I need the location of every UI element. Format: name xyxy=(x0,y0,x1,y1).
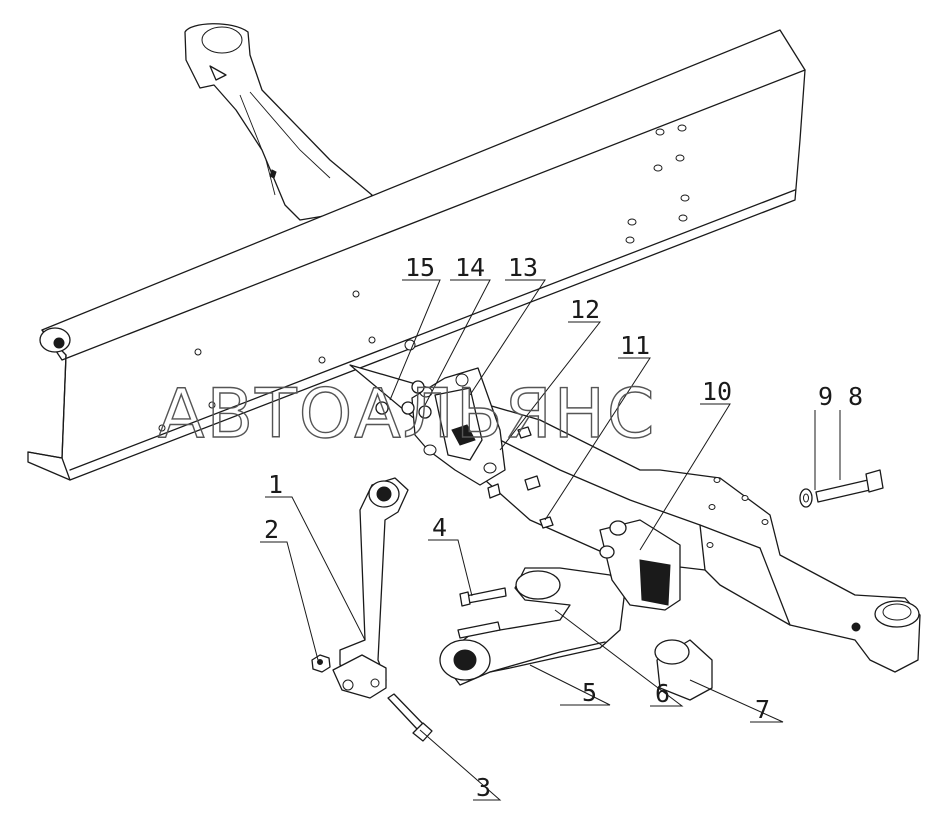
callout-9: 9 xyxy=(818,382,833,411)
callout-3: 3 xyxy=(476,773,491,802)
callout-4: 4 xyxy=(432,513,447,542)
part-10-bracket-block xyxy=(599,519,681,611)
part-9-washer xyxy=(799,488,813,508)
callout-2: 2 xyxy=(264,515,279,544)
upper-bracket-arm xyxy=(184,23,373,221)
nuts-15 xyxy=(375,380,432,419)
cross-member-holes xyxy=(706,477,769,548)
leader-lines xyxy=(260,279,841,801)
part-5-6-lever-arm xyxy=(439,567,626,686)
part-2-nut xyxy=(311,654,331,673)
part-1-link-rod xyxy=(332,477,409,699)
callout-12: 12 xyxy=(570,295,600,324)
part-7-bushing xyxy=(654,639,713,701)
callout-15: 15 xyxy=(405,253,435,282)
bolts-12 xyxy=(487,426,554,529)
callout-1: 1 xyxy=(268,470,283,499)
callout-7: 7 xyxy=(755,695,770,724)
watermark-text: АВТОАЛЬЯНС xyxy=(158,375,656,454)
callout-13: 13 xyxy=(508,253,538,282)
callout-numbers: 1 2 3 4 5 6 7 8 9 10 11 12 13 14 15 xyxy=(264,253,863,802)
callout-11: 11 xyxy=(620,331,650,360)
rail-bolt-holes xyxy=(158,124,690,432)
callout-10: 10 xyxy=(702,377,732,406)
part-8-bolt xyxy=(815,469,884,503)
mounting-bracket xyxy=(411,367,506,486)
callout-6: 6 xyxy=(655,679,670,708)
part-4-bolt xyxy=(459,587,507,607)
callout-8: 8 xyxy=(848,382,863,411)
part-3-bolt xyxy=(387,693,433,742)
callout-5: 5 xyxy=(582,678,597,707)
callout-14: 14 xyxy=(455,253,485,282)
frame-rail xyxy=(27,29,806,481)
